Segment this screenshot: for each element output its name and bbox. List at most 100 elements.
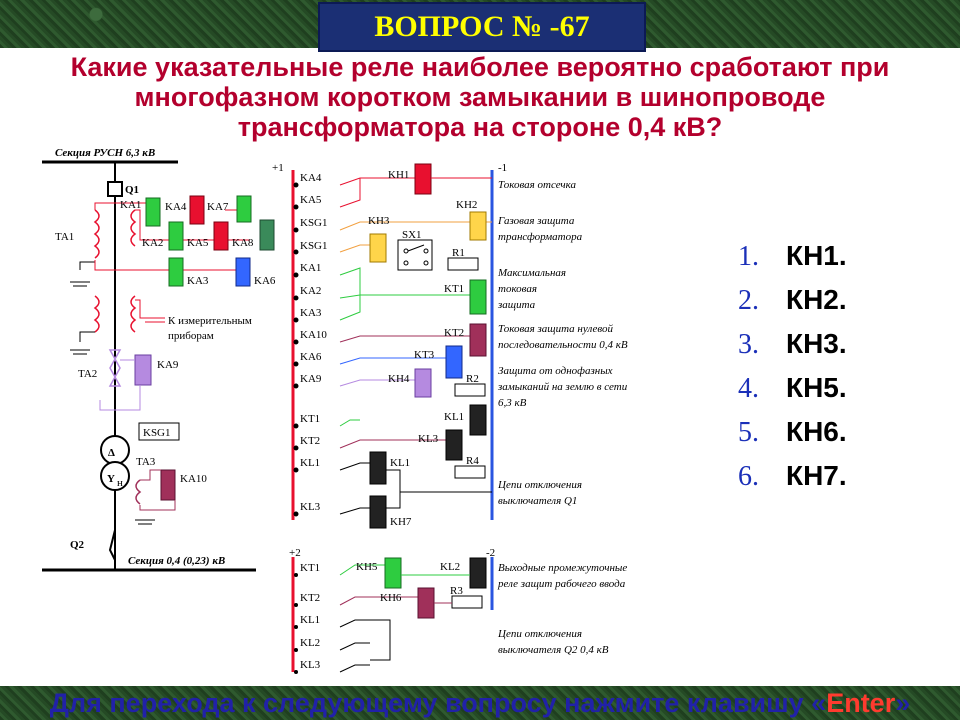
desc-zero-1: Токовая защита нулевой — [498, 323, 614, 335]
answer-option-6[interactable]: 6. КН7. — [738, 460, 847, 504]
desc-max-1: Максимальная — [497, 267, 566, 279]
r4-resistor-icon — [454, 465, 486, 479]
contact1-10: KT1 — [300, 413, 320, 425]
desc-earth-3: 6,3 кВ — [498, 397, 527, 409]
sx1-label: SX1 — [402, 229, 422, 241]
transformer-hv-icon — [100, 435, 130, 465]
desc-zero-2: последовательности 0,4 кВ — [498, 339, 628, 351]
contact1-1: KA5 — [300, 194, 322, 206]
yn-sub-label: н — [117, 477, 123, 489]
kt1-relay-icon — [469, 279, 487, 315]
enter-key-label[interactable]: Enter — [826, 688, 896, 718]
contact1-6: KA3 — [300, 307, 322, 319]
kh3-relay-icon — [369, 233, 387, 263]
kh1-relay-icon — [414, 163, 432, 195]
footer-suffix: » — [895, 688, 911, 718]
ka1-label: KA1 — [120, 199, 141, 211]
desc-trip2-b: выключателя Q2 0,4 кВ — [498, 644, 609, 656]
contact2-1: KT2 — [300, 592, 320, 604]
answer-option-2[interactable]: 2. КН2. — [738, 284, 847, 328]
kt3-label: KT3 — [414, 349, 435, 361]
ka2-relay-icon — [168, 221, 184, 251]
contact1-5: KA2 — [300, 285, 321, 297]
q1-label: Q1 — [125, 184, 139, 196]
desc-max-3: защита — [497, 299, 536, 311]
minus2-label: -2 — [486, 547, 495, 559]
sx1-switch-icon — [397, 239, 433, 271]
answer-option-1[interactable]: 1. КН1. — [738, 240, 847, 284]
left-schematic: Секция РУСН 6,3 кВ Q1 TA1 KA1 KA4 KA7 KA… — [42, 147, 276, 572]
footer-prefix: Для перехода к следующему вопросу нажмит… — [49, 688, 827, 718]
r3-label: R3 — [450, 585, 463, 597]
kh2-relay-icon — [469, 211, 487, 241]
ksg1-label: KSG1 — [143, 427, 171, 439]
answer-option-4[interactable]: 4. КН5. — [738, 372, 847, 416]
answer-list: 1. КН1. 2. КН2. 3. КН3. 4. КН5. 5. КН6. … — [738, 240, 847, 504]
contact1-8: KA6 — [300, 351, 322, 363]
contact1-2: KSG1 — [300, 217, 328, 229]
answer-text: КН7. — [786, 460, 847, 491]
ka4-label: KA4 — [165, 201, 187, 213]
plus2-label: +2 — [289, 547, 301, 559]
section-bottom-label: Секция 0,4 (0,23) кВ — [128, 555, 225, 567]
ka8-label: KA8 — [232, 237, 254, 249]
ka9-label: KA9 — [157, 359, 179, 371]
contact2-2: KL1 — [300, 614, 320, 626]
answer-text: КН3. — [786, 328, 847, 359]
answer-number: 4. — [738, 373, 759, 404]
kl1-label: KL1 — [444, 411, 464, 423]
kl3-label: KL3 — [418, 433, 439, 445]
answer-number: 6. — [738, 461, 759, 492]
r1-label: R1 — [452, 247, 465, 259]
contact2-3: KL2 — [300, 637, 320, 649]
answer-number: 5. — [738, 417, 759, 448]
contact2-4: KL3 — [300, 659, 321, 671]
kh6-relay-icon — [417, 587, 435, 619]
answer-option-5[interactable]: 5. КН6. — [738, 416, 847, 460]
ka8-relay-icon — [259, 219, 275, 251]
ka3-label: KA3 — [187, 275, 209, 287]
ka10-relay-icon — [160, 469, 176, 501]
contact1-12: KL1 — [300, 457, 320, 469]
kl1-relay-icon — [369, 451, 387, 485]
ka5-relay-icon — [213, 221, 229, 251]
ta2-label: TA2 — [78, 368, 97, 380]
kh4-relay-icon — [414, 368, 432, 398]
question-text: Какие указательные реле наиболее вероятн… — [20, 52, 940, 142]
ka9-relay-icon — [134, 354, 152, 386]
question-line-3: трансформатора на стороне 0,4 кВ? — [237, 112, 723, 142]
kh4-label: KH4 — [388, 373, 410, 385]
contact1-0: KA4 — [300, 172, 322, 184]
footer-instruction: Для перехода к следующему вопросу нажмит… — [0, 686, 960, 720]
desc-trip1-a: Цепи отключения — [497, 479, 582, 491]
answer-number: 3. — [738, 329, 759, 360]
desc-earth-1: Защита от однофазных — [498, 365, 613, 377]
ka7-relay-icon — [236, 195, 252, 223]
contact1-3: KSG1 — [300, 240, 328, 252]
answer-number: 1. — [738, 241, 759, 272]
desc-trip2-a: Цепи отключения — [497, 628, 582, 640]
kt2-relay-icon — [469, 323, 487, 357]
kh5-label: KH5 — [356, 561, 378, 573]
right-schematic: +1 -1 +2 -2 KA4 KA5 KSG1 KSG1 KA1 KA2 KA… — [272, 162, 628, 674]
question-line-2: многофазном коротком замыкании в шинопро… — [134, 82, 826, 112]
ka1-relay-icon — [145, 197, 161, 227]
contact1-9: KA9 — [300, 373, 322, 385]
answer-text: КН2. — [786, 284, 847, 315]
answer-option-3[interactable]: 3. КН3. — [738, 328, 847, 372]
r3-resistor-icon — [451, 595, 483, 609]
q1-switch-icon — [107, 181, 123, 197]
to-meters-label-1: К измерительным — [168, 315, 252, 327]
kh1-label: KH1 — [388, 169, 409, 181]
desc-gas-1: Газовая защита — [497, 215, 575, 227]
kh7-relay-icon — [369, 495, 387, 529]
footer-band — [0, 686, 960, 720]
kl1b-label: KL1 — [390, 457, 410, 469]
desc-gas-2: трансформатора — [498, 231, 583, 243]
kl2-label: KL2 — [440, 561, 460, 573]
kh6-label: KH6 — [380, 592, 402, 604]
plus1-label: +1 — [272, 162, 284, 174]
kl1-coil-icon — [469, 404, 487, 436]
r4-label: R4 — [466, 455, 479, 467]
answer-text: КН5. — [786, 372, 847, 403]
